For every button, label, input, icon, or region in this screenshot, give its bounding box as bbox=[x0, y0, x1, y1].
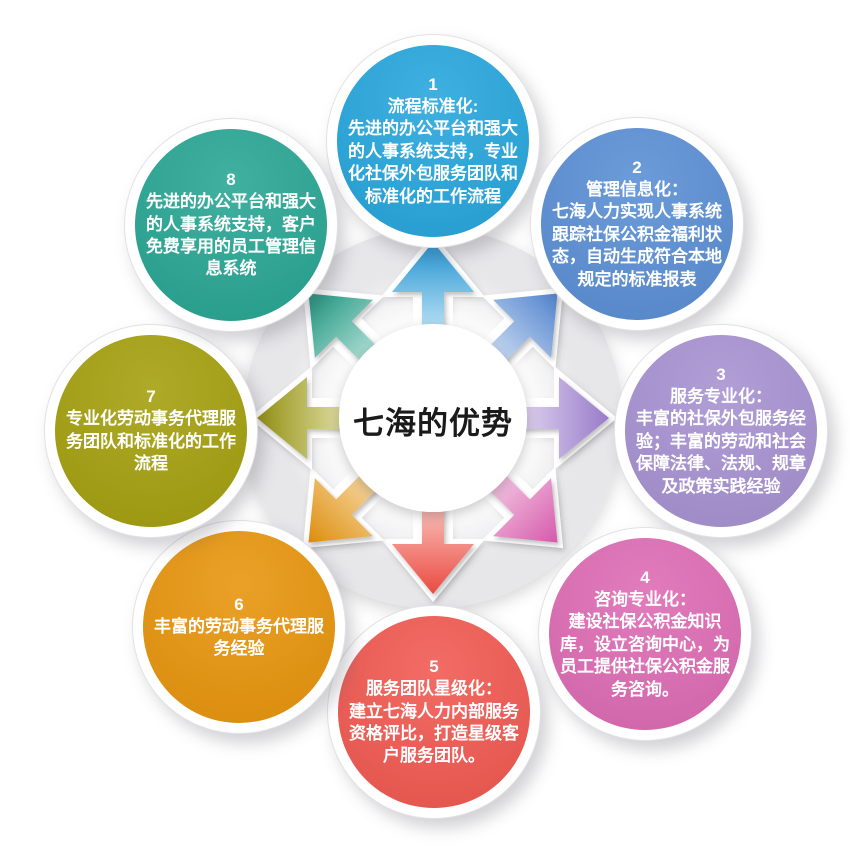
node-3-body: 丰富的社保外包服务经验；丰富的劳动和社会保障法律、法规、规章及政策实践经验 bbox=[636, 409, 806, 496]
advantage-node-4: 4 咨询专业化： 建设社保公积金知识库，设立咨询中心，为员工提供社保公积金服务咨… bbox=[538, 527, 752, 741]
node-4-number: 4 bbox=[640, 567, 650, 587]
node-2-body: 七海人力实现人事系统跟踪社保公积金福利状态，自动生成符合本地规定的标准报表 bbox=[552, 202, 722, 289]
node-4-disc: 4 咨询专业化： 建设社保公积金知识库，设立咨询中心，为员工提供社保公积金服务咨… bbox=[549, 538, 741, 730]
node-1-number: 1 bbox=[428, 74, 438, 94]
node-1-disc: 1 流程标准化: 先进的办公平台和强大的人事系统支持，专业化社保外包服务团队和标… bbox=[337, 45, 529, 237]
advantage-node-2: 2 管理信息化： 七海人力实现人事系统跟踪社保公积金福利状态，自动生成符合本地规… bbox=[530, 117, 744, 331]
node-3-disc: 3 服务专业化： 丰富的社保外包服务经验；丰富的劳动和社会保障法律、法规、规章及… bbox=[625, 335, 817, 527]
center-title: 七海的优势 bbox=[353, 406, 513, 441]
node-7-body: 专业化劳动事务代理服务团队和标准化的工作流程 bbox=[66, 409, 236, 474]
advantage-node-6: 6 丰富的劳动事务代理服务经验 bbox=[132, 520, 346, 734]
advantage-node-1: 1 流程标准化: 先进的办公平台和强大的人事系统支持，专业化社保外包服务团队和标… bbox=[326, 34, 540, 248]
hub-core-circle bbox=[339, 324, 527, 512]
node-1-title: 流程标准化: bbox=[387, 96, 479, 116]
node-4-title: 咨询专业化： bbox=[594, 589, 696, 609]
node-8-body: 先进的办公平台和强大的人事系统支持，客户免费享用的员工管理信息系统 bbox=[146, 192, 316, 279]
node-5-title: 服务团队星级化： bbox=[366, 679, 502, 699]
node-8-number: 8 bbox=[226, 170, 236, 190]
arrow-5-icon bbox=[392, 494, 474, 594]
node-2-title: 管理信息化： bbox=[586, 179, 688, 199]
arrow-7-icon bbox=[257, 377, 357, 459]
node-7-number: 7 bbox=[146, 387, 156, 407]
advantage-node-5: 5 服务团队星级化： 建立七海人力内部服务资格评比，打造星级客户服务团队。 bbox=[327, 605, 541, 819]
node-1-body: 先进的办公平台和强大的人事系统支持，专业化社保外包服务团队和标准化的工作流程 bbox=[348, 119, 518, 206]
node-2-number: 2 bbox=[632, 157, 642, 177]
node-6-disc: 6 丰富的劳动事务代理服务经验 bbox=[143, 531, 335, 723]
node-2-disc: 2 管理信息化： 七海人力实现人事系统跟踪社保公积金福利状态，自动生成符合本地规… bbox=[541, 128, 733, 320]
advantage-node-8: 8 先进的办公平台和强大的人事系统支持，客户免费享用的员工管理信息系统 bbox=[124, 118, 338, 332]
node-6-body: 丰富的劳动事务代理服务经验 bbox=[154, 616, 324, 659]
node-8-disc: 8 先进的办公平台和强大的人事系统支持，客户免费享用的员工管理信息系统 bbox=[135, 129, 327, 321]
node-7-disc: 7 专业化劳动事务代理服务团队和标准化的工作流程 bbox=[55, 335, 247, 527]
node-3-title: 服务专业化： bbox=[670, 386, 772, 406]
node-6-number: 6 bbox=[234, 594, 244, 614]
node-5-number: 5 bbox=[429, 657, 439, 677]
arrow-1-icon bbox=[392, 242, 474, 342]
node-5-disc: 5 服务团队星级化： 建立七海人力内部服务资格评比，打造星级客户服务团队。 bbox=[338, 616, 530, 808]
node-5-body: 建立七海人力内部服务资格评比，打造星级客户服务团队。 bbox=[349, 701, 519, 766]
arrow-3-icon bbox=[509, 377, 609, 459]
node-3-number: 3 bbox=[716, 364, 726, 384]
advantage-node-3: 3 服务专业化： 丰富的社保外包服务经验；丰富的劳动和社会保障法律、法规、规章及… bbox=[614, 324, 828, 538]
node-4-body: 建设社保公积金知识库，设立咨询中心，为员工提供社保公积金服务咨询。 bbox=[560, 612, 730, 699]
advantage-node-7: 7 专业化劳动事务代理服务团队和标准化的工作流程 bbox=[44, 324, 258, 538]
